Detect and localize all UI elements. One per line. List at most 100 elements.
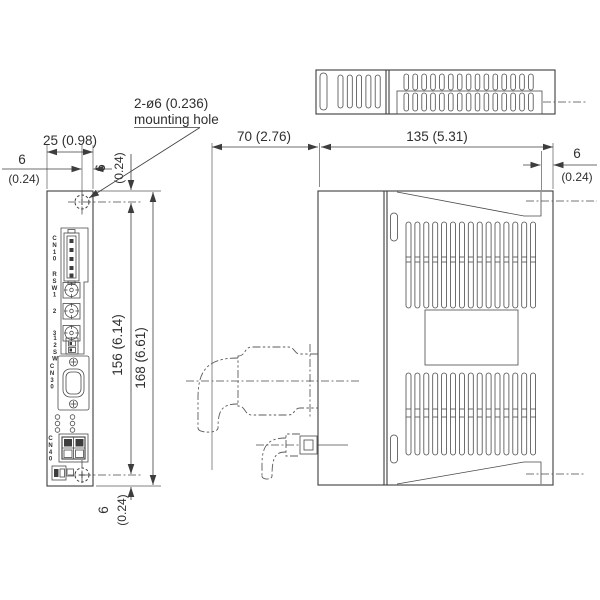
dim-hole-rear-in: (0.24) <box>561 170 592 184</box>
vent-slot <box>519 73 525 91</box>
vent-slot <box>414 221 421 309</box>
dim-hole-pitch-label: 156 (6.14) <box>110 314 125 376</box>
vent-slot <box>485 372 492 456</box>
vent-slot <box>458 372 465 456</box>
vent-slot <box>519 92 525 112</box>
bottom-mounting-hole <box>68 460 141 486</box>
vent-slot <box>476 221 483 309</box>
vent-slot <box>374 74 381 109</box>
vent-slot <box>456 73 463 91</box>
callout-line1: 2-ø6 (0.236) <box>134 96 208 111</box>
top-view-left-vents <box>337 74 381 109</box>
vent-slot <box>528 73 534 91</box>
vent-slot <box>501 92 507 112</box>
encoder-plug-phantom <box>237 346 318 416</box>
callout-leader <box>88 127 201 199</box>
vent-slot <box>474 92 481 112</box>
vent-slot <box>530 372 536 456</box>
dim-hole-rear-mm: 6 <box>573 146 581 161</box>
dim-depth-label: 135 (5.31) <box>406 129 468 144</box>
dim-hole-side-mm: 6 <box>18 152 26 167</box>
power-receptacle <box>299 435 318 455</box>
connector-bay-outline <box>60 227 89 355</box>
vent-slot <box>346 74 353 109</box>
vent-slot <box>337 74 344 109</box>
dim-height-label: 168 (6.61) <box>133 327 148 389</box>
vent-slot <box>448 73 454 91</box>
vent-slot <box>390 434 398 464</box>
side-upper-vents <box>405 221 536 309</box>
cn30-connector <box>57 355 90 411</box>
rsw3-label: 3 <box>53 331 57 337</box>
phantom-cables <box>186 344 360 480</box>
vent-slot <box>441 372 448 456</box>
vent-slot <box>403 92 409 112</box>
callout-line2: mounting hole <box>134 112 219 127</box>
top-chamfer <box>396 191 542 217</box>
vent-slot <box>521 372 528 456</box>
vent-slot <box>439 73 445 91</box>
vent-slot <box>521 221 528 309</box>
vent-slot <box>510 73 516 91</box>
dim-hole-top-mm: 6 <box>93 164 108 172</box>
vent-slot <box>441 221 448 309</box>
rotary-switch-3 <box>62 325 81 342</box>
vent-slot <box>494 221 501 309</box>
vent-slot <box>476 372 483 456</box>
dim-hole-side-in: (0.24) <box>8 172 39 186</box>
vent-slot <box>448 92 454 112</box>
top-mounting-hole <box>68 191 141 216</box>
vent-slot <box>485 221 492 309</box>
vent-slot <box>492 73 498 91</box>
vent-slot <box>474 73 481 91</box>
vent-slot <box>356 74 363 109</box>
vent-slot <box>430 73 436 91</box>
vent-slot <box>458 221 465 309</box>
dim-clearance-label: 70 (2.76) <box>237 129 291 144</box>
rotary-switch-2 <box>62 303 81 320</box>
bottom-chamfer <box>396 461 542 485</box>
vent-slot <box>512 221 519 309</box>
dim-hole-top-in: (0.24) <box>112 152 126 183</box>
vent-slot <box>483 73 490 91</box>
dimensions: 25 (0.98) 6 (0.24) 6 (0.24) 156 (6.14) 1… <box>2 129 597 526</box>
vent-slot <box>503 221 510 309</box>
front-panel-outline <box>46 190 94 487</box>
side-view-outline <box>317 190 554 486</box>
vent-slot <box>423 221 430 309</box>
vent-slot <box>465 92 472 112</box>
bottom-component <box>51 465 74 481</box>
vent-slot <box>390 212 398 242</box>
mounting-hole-callout: 2-ø6 (0.236) mounting hole <box>88 96 219 199</box>
side-lower-vents <box>405 372 536 456</box>
vent-slot <box>439 92 445 112</box>
nameplate <box>424 309 519 366</box>
vent-slot <box>465 73 472 91</box>
led-indicators <box>54 414 76 433</box>
cn40-connector <box>58 433 89 463</box>
side-view <box>317 190 597 486</box>
top-view-inner-panel <box>396 90 543 115</box>
vent-slot <box>456 92 463 112</box>
vent-slot <box>365 74 372 109</box>
vent-slot <box>430 92 436 112</box>
dim-hole-bottom-mm: 6 <box>96 506 111 514</box>
vent-slot <box>319 72 328 111</box>
dim-width-label: 25 (0.98) <box>43 133 97 148</box>
top-view-rear-vents-row1 <box>403 73 534 91</box>
vent-slot <box>414 372 421 456</box>
vent-slot <box>432 372 439 456</box>
rotary-switch-1 <box>62 282 81 299</box>
rsw2-label: 2 <box>53 309 57 315</box>
dip-switch <box>65 337 79 355</box>
vent-slot <box>528 92 534 112</box>
vent-slot <box>503 372 510 456</box>
vent-slot <box>405 221 412 309</box>
